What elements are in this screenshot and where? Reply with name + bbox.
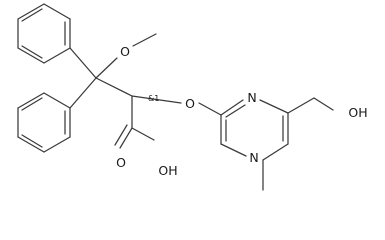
- bond-ch2-to-oh: [313, 97, 334, 111]
- bond-quaternary-c-to-methoxy-o: [95, 57, 118, 79]
- bond-quaternary-c-to-chiral-c: [95, 77, 133, 97]
- bond-ring-to-ch2: [287, 97, 315, 114]
- bond-chiral-c-to-ether-o: [131, 95, 182, 104]
- upper-phenyl-ring: [17, 3, 71, 64]
- bonds: [17, 3, 334, 191]
- bond-methoxy-o-to-methyl: [132, 33, 157, 47]
- bond-carbonyl-double-2: [114, 124, 128, 146]
- bond-carboxyl-to-oh: [131, 127, 155, 141]
- hydroxymethyl-oh-label: OH: [348, 105, 367, 120]
- carbonyl-oxygen-label: O: [116, 155, 126, 170]
- bond-lower-phenyl-to-quaternary-c: [69, 77, 97, 109]
- ring-nitrogen-bottom-label: N: [249, 150, 258, 165]
- methoxy-oxygen-label: O: [120, 44, 130, 59]
- lower-phenyl-ring: [17, 92, 71, 153]
- bond-ether-o-to-pyrimidine: [198, 102, 222, 116]
- ether-oxygen-label: O: [185, 96, 195, 111]
- structure-svg: O O O OH N N OH &1: [17, 3, 368, 191]
- acid-hydroxyl-label: OH: [158, 163, 177, 178]
- stereo-descriptor-label: &1: [148, 94, 159, 103]
- bond-carbonyl-double-1: [119, 127, 133, 149]
- molecule-diagram: O O O OH N N OH &1: [17, 3, 368, 191]
- bond-upper-phenyl-to-quaternary-c: [69, 47, 97, 79]
- pyrimidine-ring: [220, 99, 289, 161]
- ring-nitrogen-top-label: N: [247, 90, 256, 105]
